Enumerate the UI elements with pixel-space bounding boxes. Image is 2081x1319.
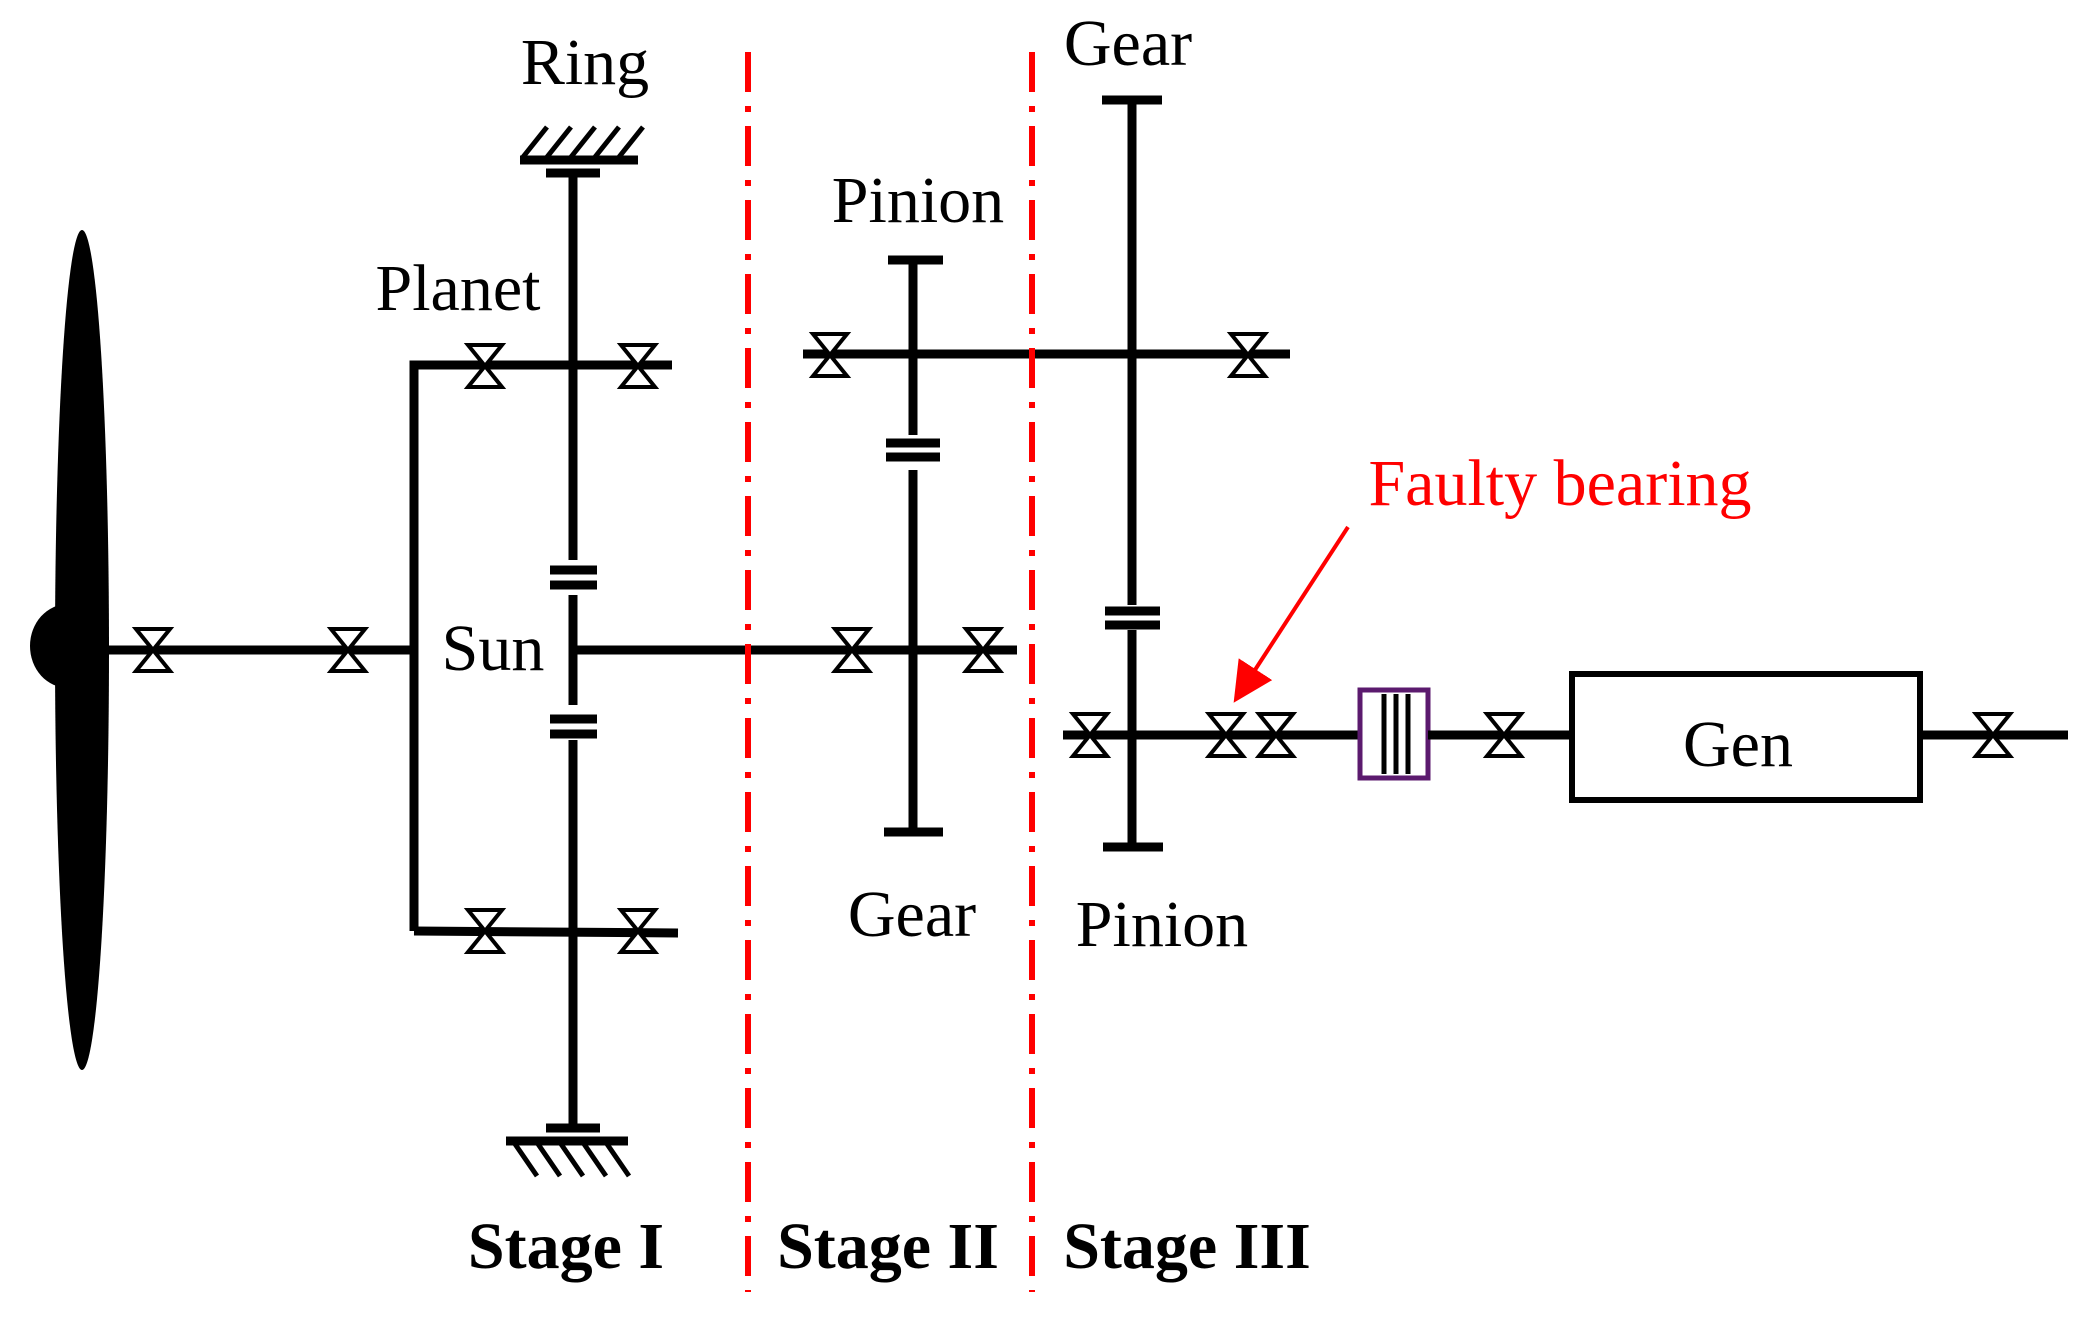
- stage-3-parallel: [1102, 95, 1163, 852]
- ground-hatch-bottom: [512, 1142, 632, 1178]
- planet-carrier-lower-arm: [413, 926, 679, 938]
- label-ring: Ring: [521, 26, 649, 99]
- coupling: [1357, 687, 1431, 781]
- faulty-bearing-arrow: [1233, 525, 1350, 703]
- label-gear-stage-2: Gear: [848, 878, 976, 951]
- stage-2-parallel: [884, 255, 943, 837]
- label-pinion-stage-3: Pinion: [1076, 888, 1248, 961]
- label-stage-1: Stage I: [468, 1210, 664, 1283]
- label-generator: Gen: [1683, 708, 1793, 781]
- generator-box: [1569, 671, 1923, 803]
- label-stage-3: Stage III: [1063, 1210, 1311, 1283]
- label-planet: Planet: [376, 252, 541, 325]
- planet-carrier: [409, 360, 672, 931]
- label-pinion-stage-2: Pinion: [832, 164, 1004, 237]
- ground-hatch-top: [521, 125, 645, 159]
- label-sun: Sun: [442, 612, 545, 685]
- label-gear-stage-3: Gear: [1064, 7, 1192, 80]
- label-faulty-bearing: Faulty bearing: [1368, 447, 1751, 520]
- stage-1-planetary: [82, 125, 679, 1178]
- label-stage-2: Stage II: [777, 1210, 999, 1283]
